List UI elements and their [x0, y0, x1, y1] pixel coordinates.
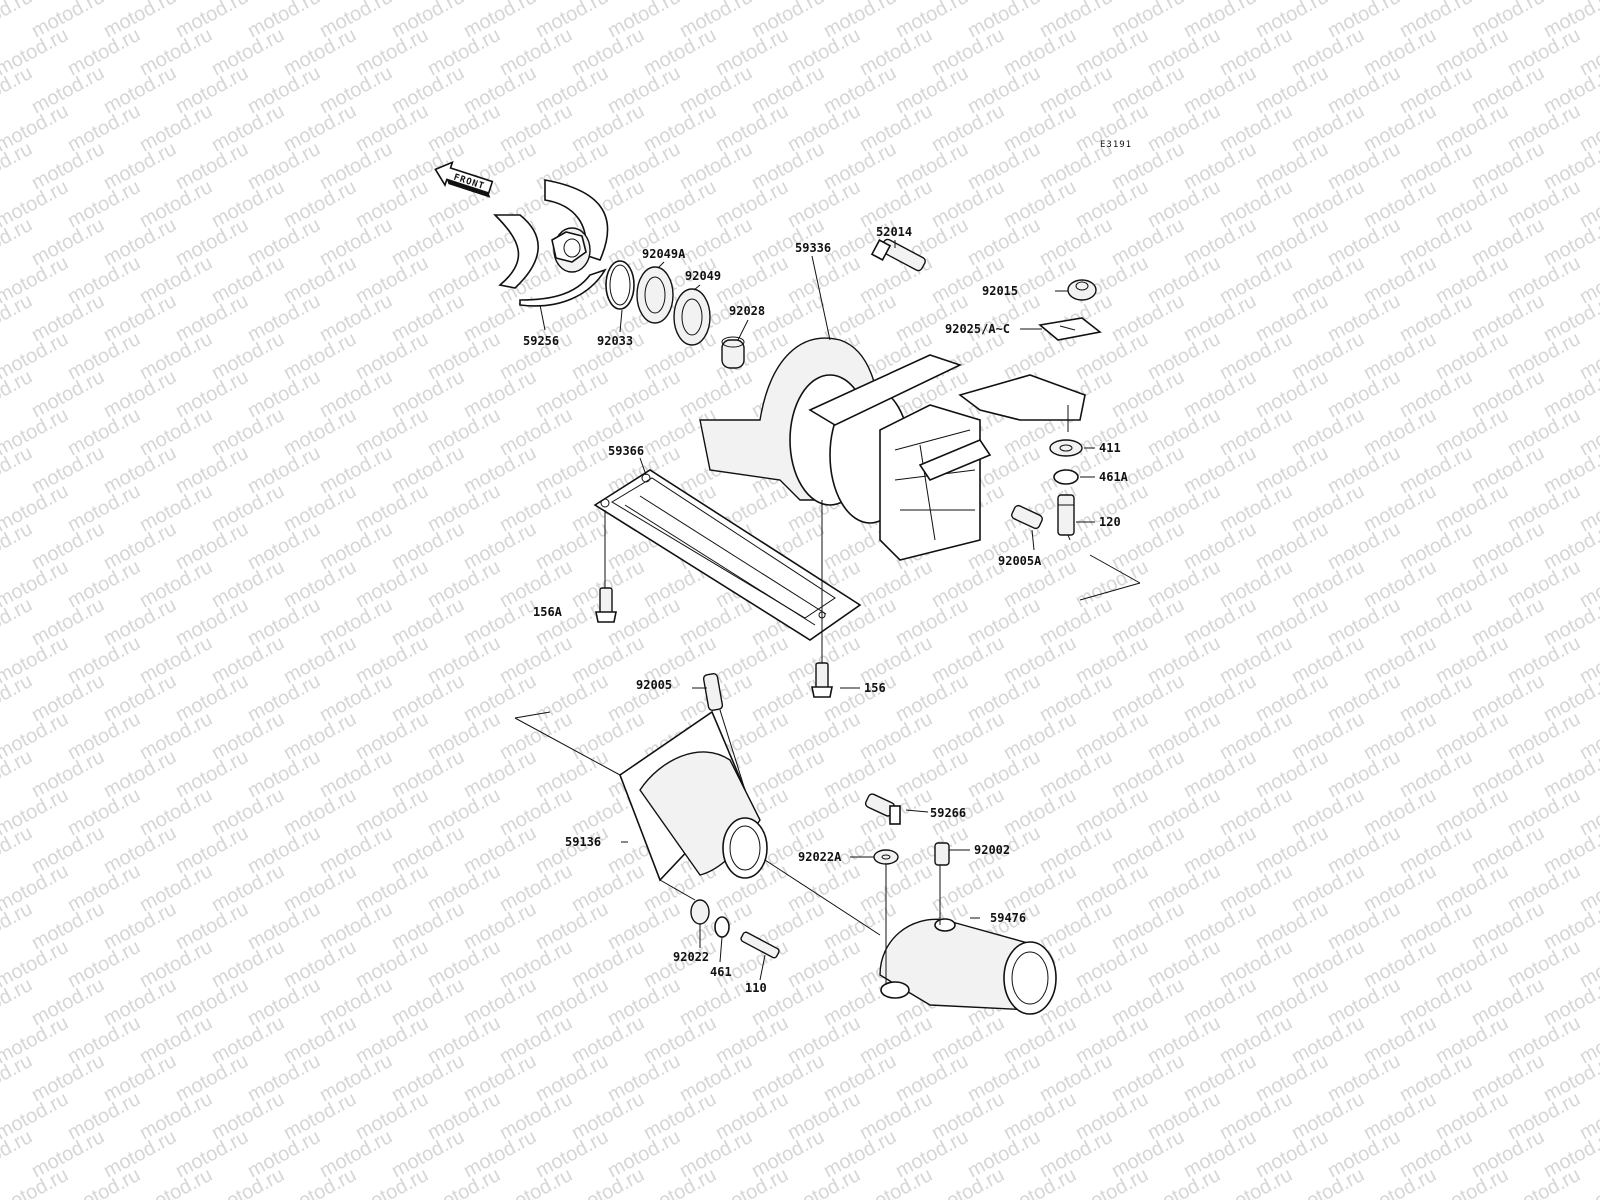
washer-411-drawing	[1049, 439, 1083, 457]
pump-case-drawing	[699, 337, 1086, 561]
label-59266: 59266	[930, 806, 966, 820]
label-156: 156	[864, 681, 886, 695]
fitting-92005-drawing	[702, 672, 724, 712]
bolt-110-drawing	[740, 931, 780, 959]
shim-drawing	[1038, 317, 1102, 341]
washer-92022a-drawing	[873, 849, 899, 865]
label-92033: 92033	[597, 334, 633, 348]
label-92028: 92028	[729, 304, 765, 318]
label-92022: 92022	[673, 950, 709, 964]
label-59336: 59336	[795, 241, 831, 255]
grease-nipple-drawing	[870, 238, 926, 272]
diagram-code: E3191	[1100, 140, 1132, 150]
bolt-156-drawing	[811, 662, 833, 698]
impeller-drawing	[493, 179, 609, 307]
bolt-156a-drawing	[595, 587, 617, 623]
label-92049: 92049	[685, 269, 721, 283]
label-59366: 59366	[608, 444, 644, 458]
bolt-120-drawing	[1057, 494, 1075, 536]
plug-92002-drawing	[934, 842, 950, 866]
front-arrow-icon: FRONT	[434, 160, 494, 198]
watermark-text: motod.ru	[1576, 0, 1600, 4]
label-92015: 92015	[982, 284, 1018, 298]
label-59256: 59256	[523, 334, 559, 348]
part-labels: 59256 92033 92049A 92049 92028 59336 520…	[523, 225, 1129, 995]
label-92002: 92002	[974, 843, 1010, 857]
label-92049a: 92049A	[642, 247, 686, 261]
washer-92022-drawing	[690, 899, 710, 925]
nut-drawing	[1067, 279, 1097, 301]
label-52014: 52014	[876, 225, 912, 239]
fitting-92005a-drawing	[1011, 504, 1043, 530]
nozzle-drawing	[879, 918, 1057, 1015]
label-411: 411	[1099, 441, 1121, 455]
plate-drawing	[593, 469, 862, 641]
label-92005a: 92005A	[998, 554, 1042, 568]
nozzle-cone-drawing	[619, 710, 768, 882]
lock-washer-461-drawing	[714, 916, 730, 938]
circlip-drawing	[605, 260, 635, 310]
bearing-a-drawing	[636, 266, 674, 324]
elbow-fitting-drawing	[864, 793, 901, 825]
label-59476: 59476	[990, 911, 1026, 925]
label-120: 120	[1099, 515, 1121, 529]
label-110: 110	[745, 981, 767, 995]
label-92025: 92025/A~C	[945, 322, 1010, 336]
label-92005: 92005	[636, 678, 672, 692]
lock-washer-461a-drawing	[1053, 469, 1079, 485]
label-59136: 59136	[565, 835, 601, 849]
leader-lines	[514, 240, 1141, 985]
collar-drawing	[721, 336, 745, 369]
label-461a: 461A	[1099, 470, 1129, 484]
label-461: 461	[710, 965, 732, 979]
bearing-b-drawing	[673, 288, 711, 346]
label-92022a: 92022A	[798, 850, 842, 864]
label-156a: 156A	[533, 605, 563, 619]
